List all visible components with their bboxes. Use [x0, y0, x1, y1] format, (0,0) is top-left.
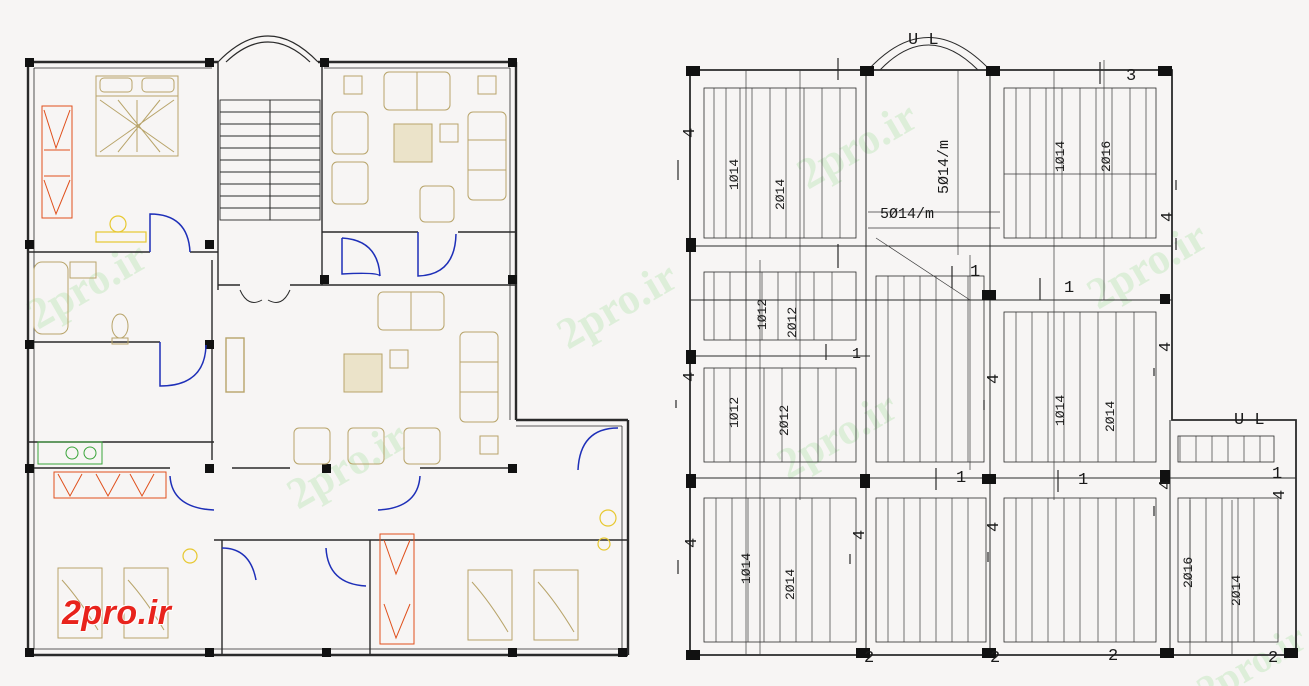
- watermark-text: 2pro.ir: [549, 251, 686, 358]
- bay-window: [217, 35, 319, 63]
- outer-wall: [26, 60, 630, 657]
- rebar-label: 2Ø14: [1229, 575, 1244, 606]
- sofa-set-lower: [293, 291, 499, 465]
- door-swing: [169, 475, 421, 511]
- beam-number: 4: [1271, 490, 1290, 500]
- rebar-label-center-vertical: 5Ø14/m: [936, 140, 953, 194]
- beam-lines: [690, 70, 1296, 655]
- beam-number: 3: [1126, 67, 1136, 86]
- beds-twin-left: [57, 567, 169, 639]
- rebar-label: 2Ø14: [1103, 401, 1118, 432]
- floor-plan: [25, 35, 630, 657]
- beam-number: 2: [1108, 647, 1118, 666]
- rebar-label: 1Ø12: [727, 397, 742, 428]
- slab-outline: [689, 69, 1297, 656]
- beam-number: 2: [990, 649, 1000, 668]
- beam-number: 4: [1157, 480, 1176, 490]
- rebar-label: 1Ø12: [755, 299, 770, 330]
- kitchen-counter: [37, 441, 103, 465]
- console-table: [225, 337, 245, 393]
- beam-number: 4: [985, 522, 1004, 532]
- beam-number: 1: [1272, 465, 1282, 484]
- door-swing: [341, 237, 381, 277]
- beam-number: 2: [1268, 649, 1278, 668]
- rebar-label-center-horizontal: 5Ø14/m: [880, 206, 934, 223]
- stair-up-label-right: U L: [1234, 411, 1265, 430]
- watermark-text: 2pro.ir: [279, 411, 416, 518]
- wardrobe-lower: [53, 471, 167, 499]
- beam-number: 4: [681, 128, 700, 138]
- beam-number-labels: 3 4 4 4 4 4 4 4 4 4 4 1 1 1 1 1 1 2 2 2 …: [681, 67, 1290, 668]
- door-swing: [149, 213, 191, 253]
- staircase: [219, 99, 321, 221]
- interior-wall: [28, 62, 628, 655]
- rebar-label: 1Ø14: [727, 159, 742, 190]
- beam-number: 4: [681, 372, 700, 382]
- beam-number: 4: [985, 374, 1004, 384]
- rebar-label: 1Ø14: [1053, 141, 1068, 172]
- beam-number: 1: [970, 263, 980, 282]
- rebar-label: 2Ø16: [1181, 557, 1196, 588]
- rebar-label: 2Ø12: [777, 405, 792, 436]
- rebar-label: 2Ø14: [773, 179, 788, 210]
- wardrobe-right: [379, 533, 415, 645]
- watermark-text: 2pro.ir: [19, 231, 156, 338]
- door-swing: [221, 547, 367, 587]
- plan-columns: [25, 58, 627, 657]
- beam-brackets: [675, 58, 1177, 574]
- beam-number: 4: [1159, 212, 1178, 222]
- slab-plan: [675, 37, 1298, 660]
- door-swing: [159, 342, 207, 387]
- bathroom-fixtures: [33, 261, 129, 345]
- beam-number: 4: [851, 530, 870, 540]
- sofa-set-upper: [331, 71, 507, 223]
- beds-twin-right: [467, 569, 579, 641]
- beam-number: 1: [1078, 471, 1088, 490]
- watermark-text: 2pro.ir: [1079, 211, 1216, 318]
- beam-number: 2: [864, 649, 874, 668]
- door-swing: [417, 232, 457, 277]
- stair-arc: [867, 37, 991, 71]
- rebar-label: 1Ø14: [1053, 395, 1068, 426]
- rebar-label: 2Ø14: [783, 569, 798, 600]
- beam-number: 4: [683, 538, 702, 548]
- watermark-text: 2pro.ir: [789, 91, 926, 198]
- beam-number: 1: [956, 469, 966, 488]
- rebar-label: 1Ø14: [739, 553, 754, 584]
- slab-columns: [686, 66, 1298, 660]
- door-swing: [577, 427, 619, 471]
- rebar-label: 2Ø12: [785, 307, 800, 338]
- beam-number: 1: [852, 346, 861, 363]
- rebar-label: 2Ø16: [1099, 141, 1114, 172]
- site-logo: 2pro.ir: [62, 594, 172, 632]
- beam-number: 1: [1064, 279, 1074, 298]
- beam-number: 4: [1157, 342, 1176, 352]
- doors: [149, 213, 619, 587]
- stair-up-label: U L: [908, 31, 939, 50]
- decor-items: [95, 215, 617, 564]
- door-swing: [239, 289, 291, 303]
- bed-double: [95, 75, 179, 157]
- rebar-lines: [713, 60, 1261, 655]
- wardrobe: [41, 105, 73, 219]
